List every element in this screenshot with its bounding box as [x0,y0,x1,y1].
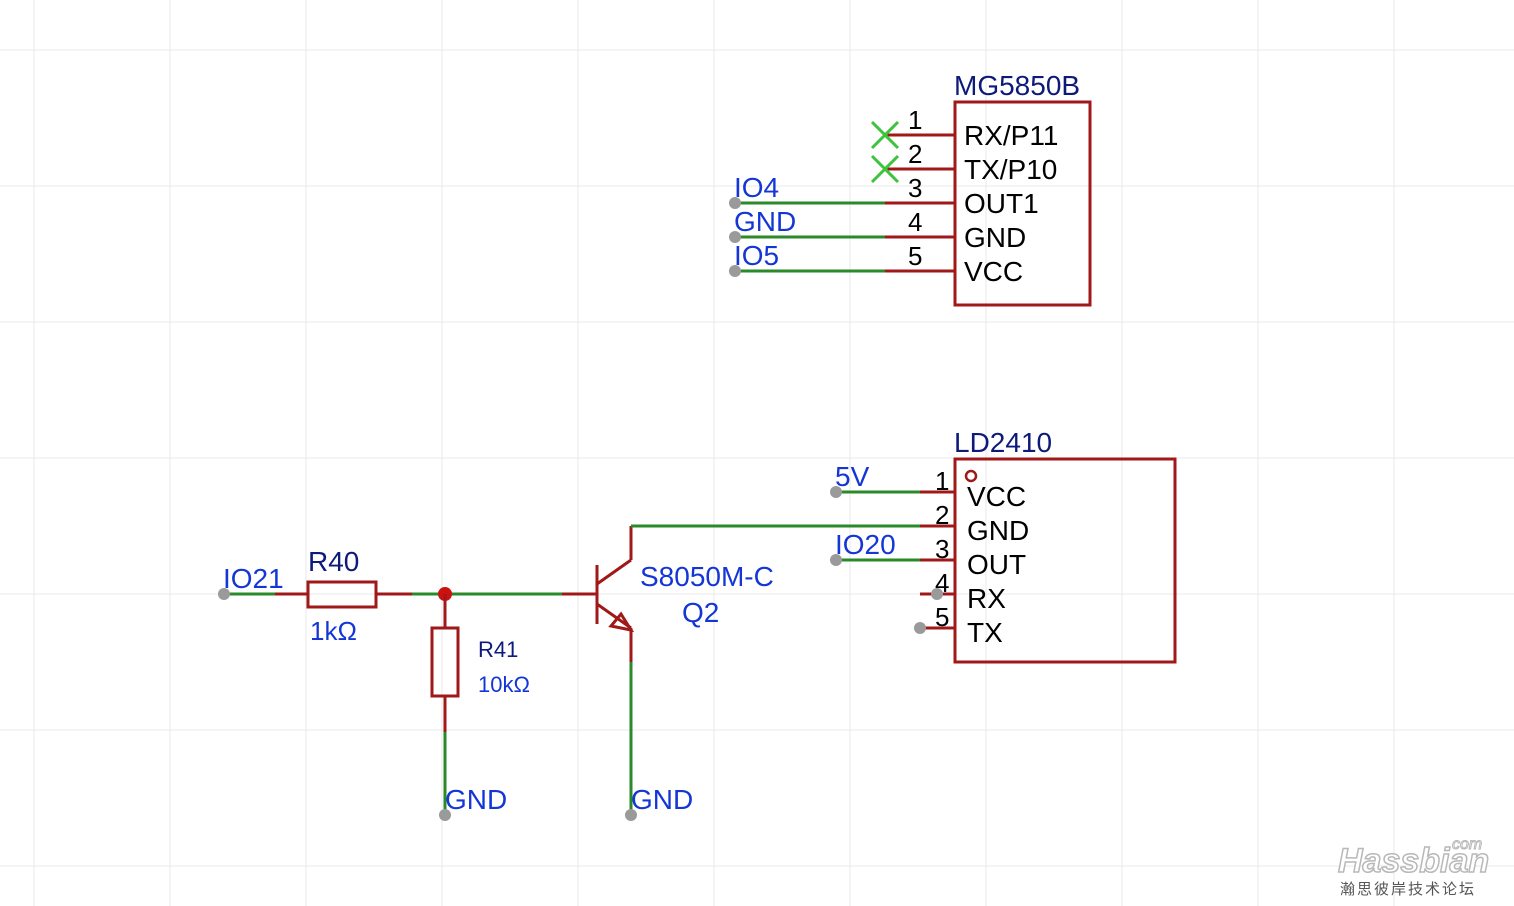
no-connect-icon [870,120,900,150]
ld2410-pin-name: RX [967,583,1006,614]
net-port-icon[interactable] [729,231,741,243]
net-port-icon[interactable] [830,554,842,566]
r40-network: IO21 R40 1kΩ R41 10kΩ GND [218,546,562,821]
ld2410-pin-num: 5 [935,602,949,632]
net-label-gnd-r41[interactable]: GND [445,784,507,815]
net-port-icon[interactable] [218,588,230,600]
net-label-io5[interactable]: IO5 [734,240,779,271]
ld2410-pin-num: 1 [935,466,949,496]
net-port-icon[interactable] [625,809,637,821]
r40-resistor[interactable] [275,580,412,609]
net-port-icon[interactable] [914,622,926,634]
mg5850b-name: MG5850B [954,70,1080,101]
r41-value: 10kΩ [478,672,530,697]
watermark-logo: Hassbian [1338,842,1489,880]
mg5850b-pin-num: 4 [908,207,922,237]
r41-ref: R41 [478,637,518,662]
net-label-gnd[interactable]: GND [734,206,796,237]
hassbian-watermark: com Hassbian 瀚思彼岸技术论坛 [1337,836,1490,899]
ld2410-pin-num: 2 [935,500,949,530]
mg5850b-nets: IO4 GND IO5 [729,172,885,277]
mg5850b-pin-name: TX/P10 [964,154,1057,185]
mg5850b-component[interactable]: MG5850B 1 2 3 4 5 RX/P11 TX/P10 OUT1 GND… [870,70,1092,307]
mg5850b-pin-name: RX/P11 [964,120,1058,151]
watermark-com: com [1452,836,1482,853]
net-label-gnd-q2[interactable]: GND [631,784,693,815]
ld2410-pin-name: OUT [967,549,1026,580]
net-port-icon[interactable] [729,265,741,277]
ld2410-pin-name: GND [967,515,1029,546]
r40-ref: R40 [308,546,359,577]
net-port-icon[interactable] [729,197,741,209]
no-connect-icon [870,154,900,184]
ld2410-name: LD2410 [954,427,1052,458]
net-port-icon[interactable] [830,486,842,498]
ld2410-nets: 5V IO20 [830,461,920,566]
watermark-subtitle: 瀚思彼岸技术论坛 [1340,880,1476,898]
q2-transistor[interactable] [562,526,635,662]
r41-resistor[interactable] [430,594,460,732]
emitter-arrow-icon [608,611,635,633]
net-label-io21[interactable]: IO21 [223,563,284,594]
mg5850b-pin-num: 3 [908,173,922,203]
r40-value: 1kΩ [310,616,357,646]
net-port-icon[interactable] [439,809,451,821]
mg5850b-pin-num: 1 [908,105,922,135]
net-label-io20[interactable]: IO20 [835,529,896,560]
mg5850b-pin-num: 5 [908,241,922,271]
net-port-icon[interactable] [931,588,943,600]
mg5850b-pin-num: 2 [908,139,922,169]
ld2410-pin-num: 3 [935,534,949,564]
pin1-marker-icon [964,469,978,483]
ld2410-component[interactable]: LD2410 1 2 3 4 5 VCC GND OUT RX TX [914,427,1177,664]
mg5850b-pin-name: GND [964,222,1026,253]
ld2410-pin-name: TX [967,617,1003,648]
ld2410-pin-name: VCC [967,481,1026,512]
q2-part-number: S8050M-C [640,561,774,592]
mg5850b-pin-name: OUT1 [964,188,1039,219]
net-label-5v[interactable]: 5V [835,461,870,492]
net-label-io4[interactable]: IO4 [734,172,779,203]
q2-ref: Q2 [682,597,719,628]
mg5850b-pin-name: VCC [964,256,1023,287]
